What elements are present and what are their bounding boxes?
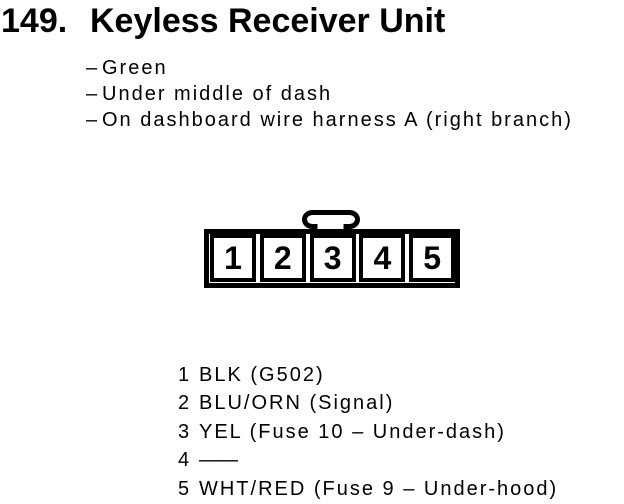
pin-cell-1: 1 — [210, 234, 256, 282]
pin-cell-label: 1 — [224, 240, 242, 276]
pin-description: BLU/ORN (Signal) — [199, 392, 395, 415]
pin-description-list: 1 BLK (G502) 2 BLU/ORN (Signal) 3 YEL (Fuse… — [178, 361, 558, 503]
note-text: Green — [102, 57, 168, 79]
page-title: 149. Keyless Receiver Unit — [1, 4, 445, 38]
pin-cell-label: 4 — [373, 240, 392, 276]
note-item: –On dashboard wire harness A (right bran… — [86, 107, 573, 133]
pin-cell-5: 5 — [409, 234, 456, 282]
pin-number: 1 — [178, 364, 190, 386]
pin-cell-3: 3 — [309, 234, 356, 282]
pin-cell-label: 3 — [323, 240, 342, 276]
note-bullet: – — [86, 57, 98, 79]
pin-row: 4 —— — [178, 446, 558, 474]
note-bullet: – — [86, 83, 98, 105]
note-text: On dashboard wire harness A (right branc… — [102, 109, 573, 131]
pin-number: 4 — [178, 449, 190, 472]
pin-row: 5 WHT/RED (Fuse 9 – Under-hood) — [178, 475, 558, 503]
pin-number: 2 — [178, 392, 190, 415]
pin-description: —— — [199, 449, 238, 472]
notes-list: –Green –Under middle of dash –On dashboa… — [86, 55, 573, 133]
note-item: –Under middle of dash — [86, 81, 573, 107]
connector-diagram: 1 2 3 4 5 — [200, 205, 465, 295]
pin-cell-4: 4 — [359, 234, 406, 282]
pin-row: 2 BLU/ORN (Signal) — [178, 389, 558, 417]
section-title: Keyless Receiver Unit — [90, 2, 446, 40]
note-bullet: – — [86, 109, 98, 131]
pin-cell-2: 2 — [259, 234, 306, 282]
pin-row: 3 YEL (Fuse 10 – Under-dash) — [178, 418, 558, 446]
pin-cell-label: 2 — [273, 240, 292, 276]
pin-row: 1 BLK (G502) — [178, 361, 558, 389]
pin-description: BLK (G502) — [199, 364, 325, 386]
section-number: 149. — [1, 2, 68, 40]
pin-number: 5 — [178, 477, 190, 500]
pin-cell-label: 5 — [423, 240, 442, 276]
note-text: Under middle of dash — [102, 83, 333, 105]
pin-number: 3 — [178, 420, 190, 443]
latch-tab-notch — [317, 218, 344, 229]
pin-description: YEL (Fuse 10 – Under-dash) — [199, 420, 506, 443]
pin-description: WHT/RED (Fuse 9 – Under-hood) — [199, 477, 559, 500]
note-item: –Green — [86, 55, 573, 81]
